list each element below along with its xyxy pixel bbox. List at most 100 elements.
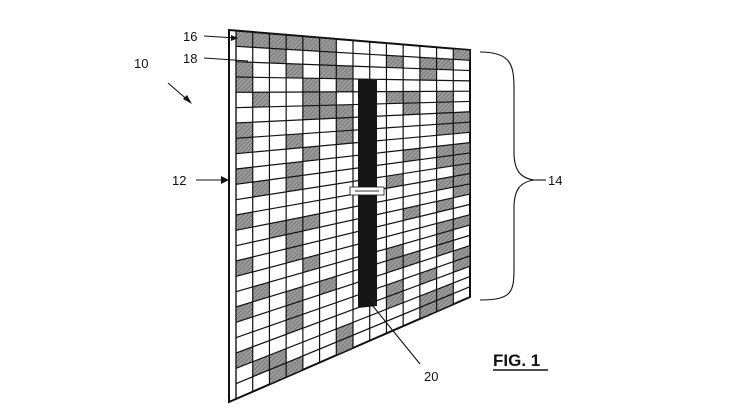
- label-20: 20: [424, 369, 438, 384]
- shaded-cell: [436, 58, 454, 70]
- shaded-cell: [419, 68, 437, 81]
- shaded-cell: [453, 183, 470, 198]
- shaded-cell: [436, 155, 454, 169]
- shaded-cell: [436, 91, 454, 103]
- grid-row-line: [235, 214, 471, 277]
- leaders: [167, 35, 548, 371]
- shaded-cell: [236, 167, 253, 185]
- shaded-cell: [453, 142, 470, 156]
- shaded-cell: [386, 55, 404, 69]
- shaded-cell: [319, 64, 337, 79]
- shaded-cell: [269, 48, 287, 64]
- grid-row-line: [235, 203, 471, 262]
- shaded-cell: [453, 173, 470, 188]
- shaded-cell: [236, 212, 253, 231]
- shaded-cell: [286, 161, 303, 178]
- shaded-cell: [252, 282, 270, 302]
- shaded-cell: [236, 256, 253, 277]
- shaded-cell: [436, 123, 454, 136]
- shaded-cell: [386, 91, 404, 104]
- shaded-cell: [419, 289, 437, 308]
- grid-row-line: [235, 121, 471, 139]
- grid-row-line: [235, 296, 471, 400]
- shaded-cell: [236, 122, 253, 139]
- shaded-cell: [236, 77, 253, 93]
- shaded-cell: [252, 92, 270, 108]
- shaded-cell: [286, 175, 303, 192]
- shaded-cell: [419, 267, 437, 285]
- shaded-cell: [453, 122, 470, 134]
- arrow-12-head: [221, 176, 229, 184]
- shaded-cell: [436, 282, 454, 301]
- grid-row-line: [235, 100, 471, 109]
- grid-row-line: [235, 183, 471, 231]
- shaded-cell: [386, 173, 404, 189]
- shaded-cell: [269, 220, 287, 239]
- grid-row-line: [235, 45, 471, 61]
- figure-label: FIG. 1: [493, 351, 540, 370]
- shaded-cell: [302, 36, 320, 52]
- label-10: 10: [134, 56, 148, 71]
- shaded-cell: [302, 105, 320, 120]
- shaded-cell: [386, 290, 404, 310]
- shaded-cell: [319, 105, 337, 119]
- label-16: 16: [183, 29, 197, 44]
- arrow-10-head: [183, 95, 192, 104]
- shaded-cell: [453, 163, 470, 177]
- label-18: 18: [183, 51, 197, 66]
- leader-18: [203, 57, 249, 62]
- shaded-cell: [286, 63, 303, 79]
- shaded-cell: [336, 65, 353, 79]
- shaded-cell: [286, 35, 303, 51]
- shaded-cell: [302, 254, 320, 273]
- shaded-cell: [336, 130, 353, 145]
- shaded-cell: [453, 111, 470, 124]
- shaded-cell: [403, 102, 420, 115]
- shaded-cell: [319, 37, 337, 53]
- grid-row-line: [235, 244, 471, 323]
- shaded-cell: [236, 61, 253, 78]
- grid-row-line: [235, 90, 471, 93]
- shaded-cell: [236, 137, 253, 154]
- grid-row-line: [235, 275, 471, 369]
- shaded-cell: [319, 91, 337, 106]
- grid-row-line: [235, 162, 471, 201]
- shaded-cell: [319, 51, 337, 66]
- shaded-cell: [453, 152, 470, 166]
- grid-row-line: [235, 76, 471, 82]
- grid-row-line: [235, 152, 471, 185]
- shaded-cell: [403, 148, 420, 162]
- panel: [228, 28, 471, 404]
- grid-row-line: [235, 30, 471, 51]
- shaded-cell: [336, 117, 353, 132]
- shaded-cell: [436, 293, 454, 312]
- grid-row-line: [235, 286, 471, 385]
- shaded-cell: [453, 255, 470, 273]
- shaded-cell: [403, 205, 420, 221]
- leader-20: [367, 299, 421, 365]
- shaded-cell: [419, 57, 437, 70]
- shaded-cell: [252, 179, 270, 198]
- shaded-cell: [403, 91, 420, 104]
- shaded-cell: [286, 133, 303, 150]
- shaded-cell: [252, 32, 270, 49]
- shaded-cell: [302, 213, 320, 231]
- label-14: 14: [548, 173, 562, 188]
- grid-row-line: [235, 255, 471, 339]
- leader-16: [203, 35, 237, 39]
- shaded-cell: [436, 176, 454, 191]
- grid-row-line: [235, 142, 471, 170]
- shaded-cell: [286, 217, 303, 235]
- shaded-cell: [436, 144, 454, 158]
- shaded-cell: [453, 245, 470, 262]
- shaded-cell: [302, 91, 320, 106]
- grid-row-line: [235, 61, 471, 72]
- brace-14: [479, 51, 535, 301]
- shaded-cell: [436, 197, 454, 213]
- shaded-cell: [336, 104, 353, 119]
- leader-16-head: [231, 35, 238, 41]
- shaded-cell: [453, 48, 470, 61]
- shaded-cell: [286, 230, 303, 249]
- grid-row-line: [235, 234, 471, 308]
